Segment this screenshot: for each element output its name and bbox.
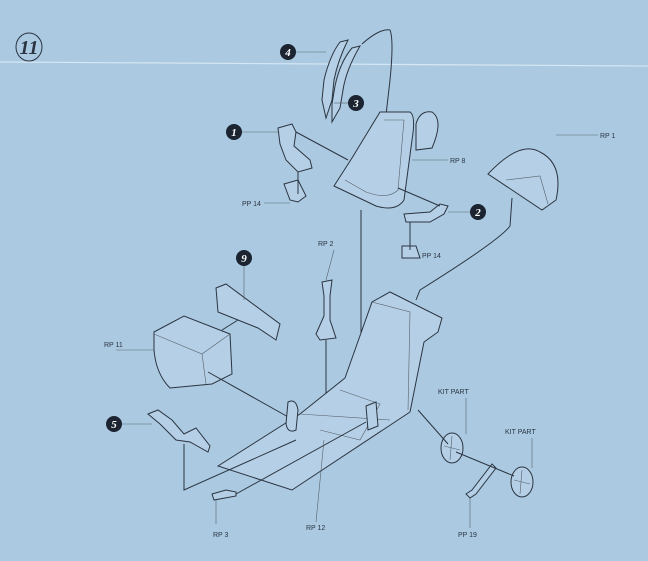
box-rp11	[153, 315, 233, 389]
control-stick-rp2	[315, 279, 337, 341]
callout-9: 9	[236, 250, 252, 300]
callout-1: 1	[226, 124, 278, 140]
seat-headrest-oval	[415, 111, 439, 151]
seat-cushion-oval	[285, 400, 299, 432]
label-kit-part-2: KIT PART	[505, 429, 536, 436]
callout-5: 5	[106, 416, 152, 432]
label-rp8: RP 8	[450, 158, 466, 165]
svg-text:1: 1	[231, 127, 237, 139]
svg-text:9: 9	[241, 253, 247, 265]
label-rp1: RP 1	[600, 133, 616, 140]
label-rp3: RP 3	[213, 532, 229, 539]
link-pp19	[465, 463, 497, 499]
side-panel-part-9	[215, 283, 281, 341]
handle-part-5	[147, 409, 211, 453]
strap-part-4	[321, 39, 349, 120]
bracket-in-tub	[365, 401, 379, 431]
label-pp14-right: PP 14	[422, 253, 441, 260]
pedal-pp14-left	[283, 179, 307, 203]
paper-fold	[0, 61, 648, 67]
label-rp11: RP 11	[104, 342, 123, 349]
seat-bucket-rp8	[333, 111, 415, 209]
label-rp12: RP 12	[306, 525, 325, 532]
svg-text:4: 4	[284, 47, 291, 59]
pedal-pp14-right	[401, 245, 421, 259]
svg-text:11: 11	[20, 37, 39, 59]
svg-text:5: 5	[111, 419, 117, 431]
label-rp2: RP 2	[318, 241, 334, 248]
callout-2: 2	[448, 204, 486, 220]
cockpit-tub-rp12	[216, 291, 443, 491]
step-number: 11	[15, 32, 43, 62]
lever-part-1	[277, 123, 313, 173]
callout-3: 3	[334, 95, 364, 111]
label-pp14-left: PP 14	[242, 201, 261, 208]
rod-rp3	[211, 489, 237, 501]
label-kit-part-1: KIT PART	[438, 389, 469, 396]
svg-text:3: 3	[352, 98, 359, 110]
back-cushion-rp1	[487, 148, 559, 211]
lever-part-2	[403, 203, 449, 223]
callout-4: 4	[280, 44, 326, 60]
headrest-outline	[361, 29, 393, 151]
label-pp19: PP 19	[458, 532, 477, 539]
svg-text:2: 2	[474, 207, 481, 219]
